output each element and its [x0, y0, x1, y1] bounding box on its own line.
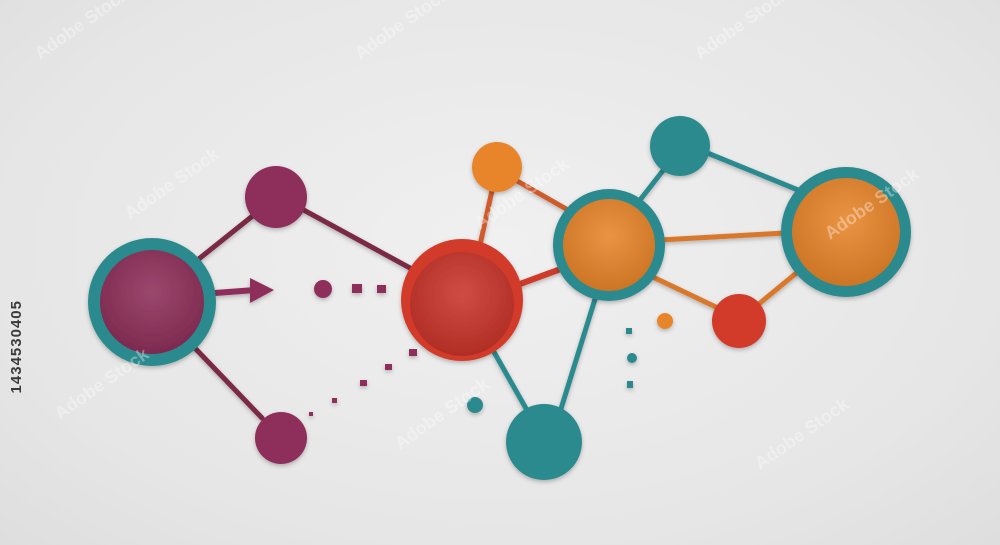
node-small-red-right: [712, 294, 766, 348]
connector-line: [297, 205, 413, 271]
node-small-bottom-left: [255, 412, 307, 464]
watermark-text: Adobe Stock: [351, 0, 453, 63]
dot: [314, 280, 332, 298]
connector-line: [192, 211, 258, 265]
node-large-right: [781, 167, 911, 297]
watermark-text: Adobe Stock: [691, 0, 793, 63]
watermark-text: Adobe Stock: [51, 343, 153, 423]
node-teal-bottom: [506, 404, 582, 480]
node-large-left: [88, 238, 216, 366]
watermark-text: Adobe Stock: [31, 0, 133, 63]
connector-line: [557, 293, 599, 415]
watermark-text: Adobe Stock: [121, 143, 223, 223]
dot: [332, 398, 337, 403]
connector-line: [657, 230, 788, 243]
image-id-label: 1434530405: [8, 300, 25, 394]
dot: [360, 380, 367, 386]
dotted-trail: [309, 280, 673, 416]
dot: [385, 364, 392, 370]
node-small-top-left: [245, 166, 307, 228]
dot: [352, 284, 362, 293]
network-nodes: [88, 116, 911, 480]
dot: [626, 328, 632, 334]
dot: [409, 349, 417, 356]
connector-line: [491, 349, 531, 415]
dot: [377, 285, 386, 293]
dot: [467, 397, 483, 413]
connector-lines: [189, 149, 803, 421]
connector-line: [517, 267, 561, 287]
node-small-orange-top: [472, 142, 522, 192]
connector-line: [652, 275, 721, 311]
connector-line: [477, 183, 496, 248]
dot: [309, 412, 313, 416]
watermark-text: Adobe Stock: [391, 373, 493, 453]
dot: [657, 313, 673, 329]
connector-line: [637, 165, 668, 203]
node-orange-ring: [553, 189, 665, 301]
dot: [627, 353, 637, 363]
node-center-red: [401, 239, 523, 361]
connector-line: [702, 149, 801, 193]
node-small-teal-top: [650, 116, 710, 176]
dot: [627, 381, 633, 388]
connector-line: [757, 267, 803, 306]
arrow-icon: [214, 278, 274, 303]
connector-line: [509, 175, 571, 213]
watermark-text: Adobe Stock: [751, 393, 853, 473]
connector-line: [189, 342, 265, 421]
